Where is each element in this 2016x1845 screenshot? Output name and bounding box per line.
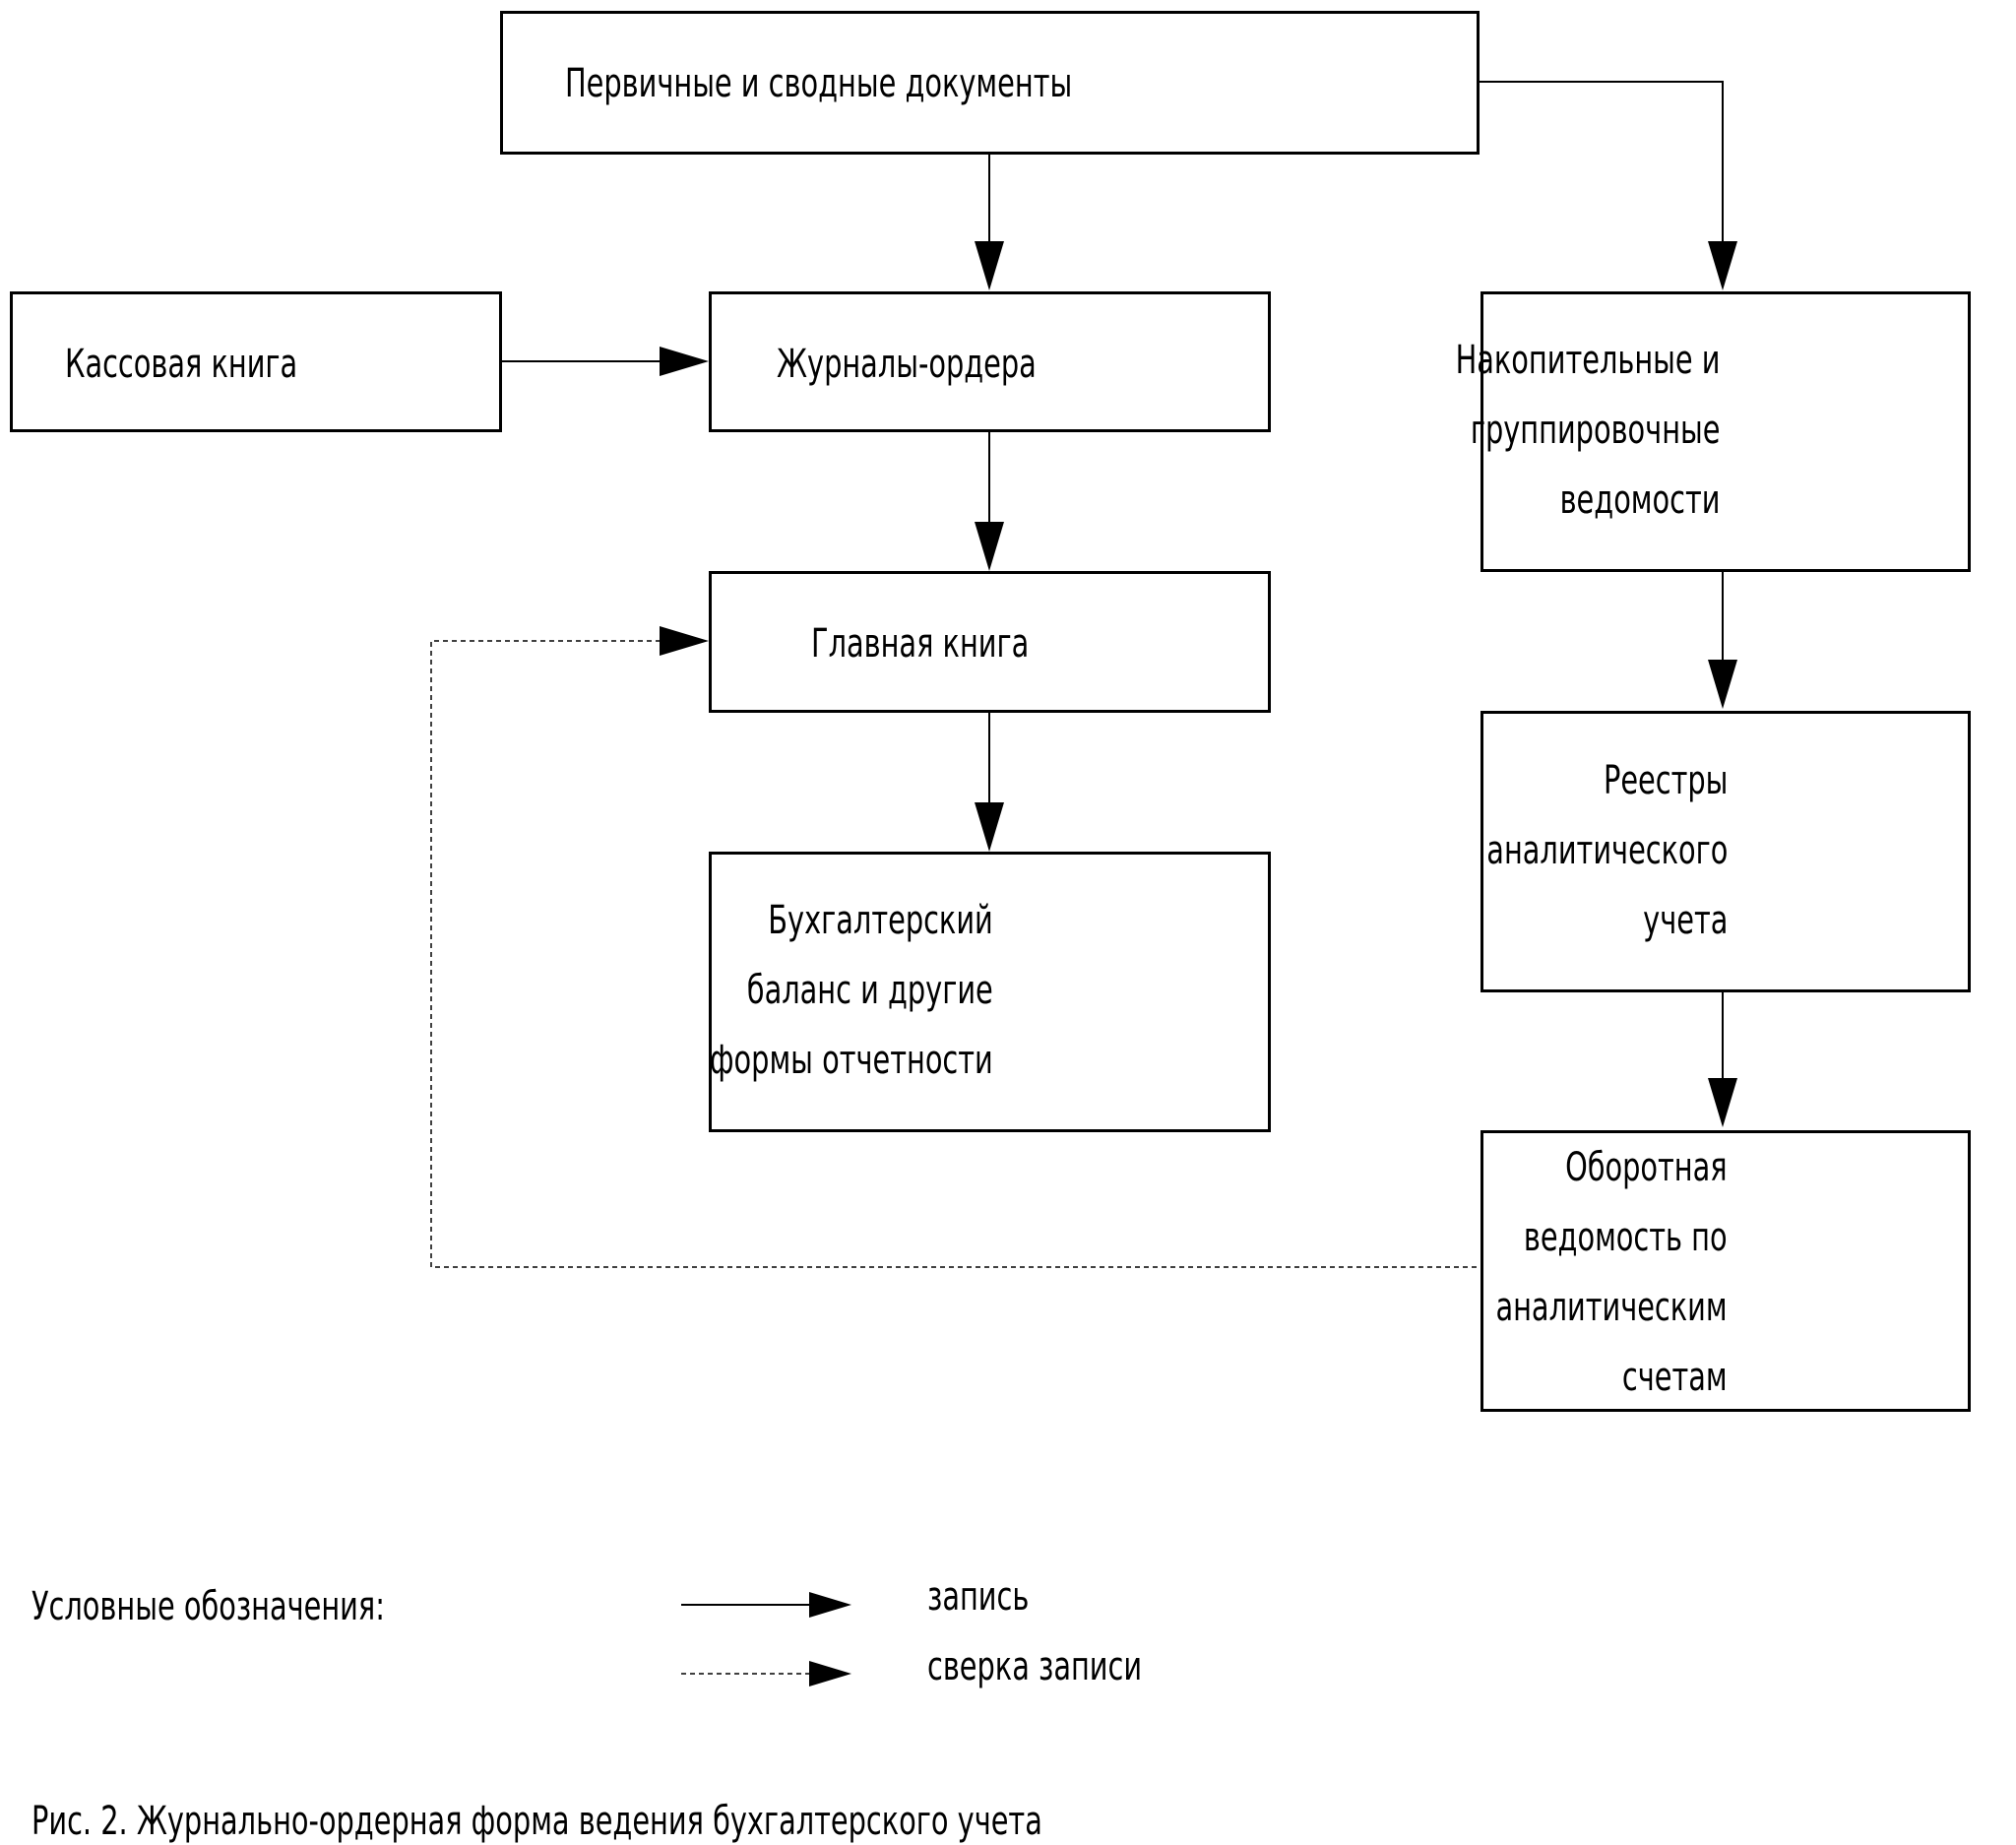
- box-turnover-statement: Оборотная ведомость по аналитическим сче…: [1480, 1130, 1971, 1412]
- box-journal-orders-text: Журналы-ордера: [777, 330, 1037, 400]
- box-balance-sheet-text: Бухгалтерский баланс и другие формы отче…: [710, 886, 993, 1096]
- box-cash-book: Кассовая книга: [10, 291, 502, 432]
- legend-solid-label: запись: [927, 1574, 1030, 1620]
- legend-title: Условные обозначения:: [32, 1584, 385, 1629]
- box-line: учета: [1642, 898, 1728, 943]
- arrowhead-primary-to-journals: [975, 241, 1004, 290]
- box-turnover-statement-text: Оборотная ведомость по аналитическим сче…: [1496, 1133, 1728, 1413]
- figure-caption: Рис. 2. Журнально-ордерная форма ведения…: [32, 1799, 1042, 1844]
- box-line: Бухгалтерский: [768, 898, 993, 943]
- box-line: ведомости: [1559, 477, 1720, 523]
- box-line: Кассовая книга: [65, 342, 298, 387]
- box-accumulative-statements-text: Накопительные и группировочные ведомости: [1455, 326, 1720, 536]
- arrowhead-cashbook-to-journals: [660, 347, 709, 376]
- box-line: Накопительные и: [1455, 338, 1720, 383]
- box-balance-sheet: Бухгалтерский баланс и другие формы отче…: [709, 852, 1271, 1132]
- arrow-primary-to-accumulative: [1477, 81, 1724, 251]
- box-line: аналитического: [1485, 828, 1728, 873]
- box-cash-book-text: Кассовая книга: [65, 330, 297, 400]
- arrowhead-journals-to-ledger: [975, 522, 1004, 571]
- arrowhead-accumulative-to-registers: [1708, 660, 1737, 709]
- box-accumulative-statements: Накопительные и группировочные ведомости: [1455, 291, 1971, 572]
- box-general-ledger: Главная книга: [709, 571, 1271, 713]
- legend-dashed-label: сверка записи: [927, 1644, 1143, 1689]
- box-line: счетам: [1622, 1355, 1728, 1400]
- arrowhead-turnover-to-ledger: [660, 626, 709, 656]
- box-primary-documents: Первичные и сводные документы: [500, 11, 1480, 155]
- box-line: Реестры: [1603, 758, 1728, 803]
- box-line: формы отчетности: [710, 1038, 993, 1083]
- arrowhead-registers-to-turnover: [1708, 1078, 1737, 1127]
- box-line: Оборотная: [1565, 1145, 1728, 1190]
- box-line: ведомость по: [1524, 1215, 1728, 1260]
- box-analytical-registers-text: Реестры аналитического учета: [1486, 746, 1728, 956]
- legend-dashed-arrowhead: [809, 1661, 851, 1686]
- arrowhead-ledger-to-balance: [975, 802, 1004, 852]
- box-general-ledger-text: Главная книга: [811, 609, 1029, 679]
- box-line: Журналы-ордера: [777, 342, 1037, 387]
- box-primary-documents-text: Первичные и сводные документы: [565, 49, 1072, 119]
- box-line: аналитическим: [1495, 1285, 1728, 1330]
- box-line: Первичные и сводные документы: [565, 61, 1073, 106]
- box-journal-orders: Журналы-ордера: [709, 291, 1271, 432]
- legend-solid-arrowhead: [809, 1592, 851, 1618]
- box-analytical-registers: Реестры аналитического учета: [1480, 711, 1971, 992]
- box-line: группировочные: [1470, 408, 1720, 453]
- arrowhead-primary-to-accumulative: [1708, 241, 1737, 290]
- box-line: баланс и другие: [747, 968, 993, 1013]
- dashed-arrow-turnover-to-ledger: [430, 640, 1477, 1268]
- box-line: Главная книга: [811, 621, 1030, 667]
